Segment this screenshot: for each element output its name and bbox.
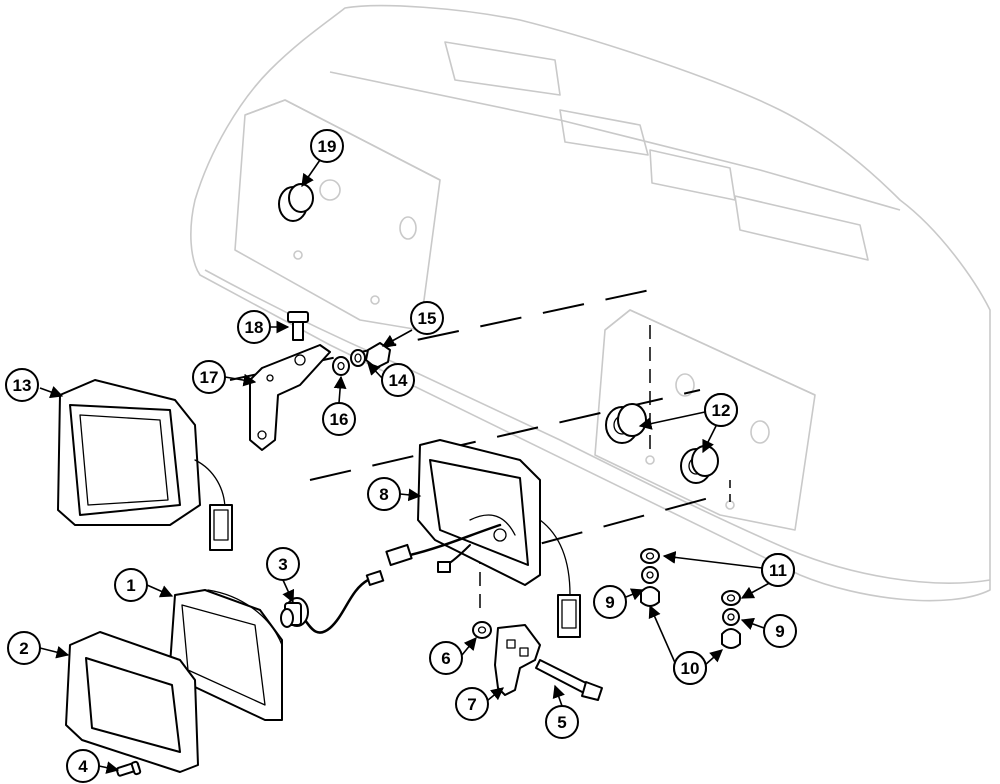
callout-label: 9 <box>775 622 784 641</box>
part-15-nut <box>365 342 391 369</box>
part-7-mount-bracket <box>494 624 541 696</box>
part-4-screw <box>115 760 142 777</box>
part-9-nut-lower <box>722 608 740 626</box>
callout-2: 2 <box>7 631 41 665</box>
part-3-bulb <box>280 597 309 628</box>
callout-10: 10 <box>673 651 707 685</box>
part-14-lockwasher <box>350 349 366 367</box>
callout-label: 18 <box>245 318 264 337</box>
part-11-washer-upper <box>640 548 660 564</box>
callout-label: 6 <box>441 649 450 668</box>
callout-14: 14 <box>381 363 415 397</box>
callout-12: 12 <box>704 393 738 427</box>
callout-15: 15 <box>410 301 444 335</box>
callout-16: 16 <box>322 402 356 436</box>
callout-label: 16 <box>330 410 349 429</box>
callout-17: 17 <box>192 360 226 394</box>
callout-label: 9 <box>605 593 614 612</box>
callout-label: 1 <box>126 576 135 595</box>
callout-19: 19 <box>310 129 344 163</box>
callout-9: 9 <box>593 585 627 619</box>
callout-label: 7 <box>467 695 476 714</box>
callout-13: 13 <box>5 368 39 402</box>
part-17-bracket <box>249 344 331 451</box>
part-19-plug <box>278 183 314 222</box>
callout-label: 3 <box>278 555 287 574</box>
part-2-bezel <box>65 631 199 773</box>
part-10-cap-lower <box>721 628 741 649</box>
part-13-work-lamp <box>57 379 233 551</box>
callout-9: 9 <box>763 614 797 648</box>
callout-5: 5 <box>545 705 579 739</box>
part-12-grommet-upper <box>605 403 647 444</box>
callout-3: 3 <box>266 547 300 581</box>
callout-label: 14 <box>389 371 408 390</box>
part-12-grommet-lower <box>680 445 719 484</box>
fender-housing-outline <box>190 4 991 602</box>
callout-18: 18 <box>237 310 271 344</box>
callout-11: 11 <box>761 553 795 587</box>
callout-7: 7 <box>455 687 489 721</box>
part-9-nut-upper <box>641 566 659 584</box>
callout-1: 1 <box>114 568 148 602</box>
callout-label: 11 <box>769 561 787 580</box>
part-6-nut <box>472 621 492 639</box>
part-18-bolt <box>287 311 309 341</box>
callout-label: 15 <box>418 309 437 328</box>
callout-4: 4 <box>66 749 100 783</box>
callout-label: 8 <box>379 485 388 504</box>
part-10-cap-upper <box>640 586 660 607</box>
callout-label: 19 <box>318 137 337 156</box>
callout-label: 4 <box>78 757 88 776</box>
callout-label: 10 <box>681 659 700 678</box>
callout-6: 6 <box>429 641 463 675</box>
wire-harness <box>303 523 502 634</box>
callout-label: 13 <box>13 376 32 395</box>
part-8-lamp-housing <box>417 439 581 638</box>
callout-label: 12 <box>712 401 731 420</box>
callout-label: 17 <box>200 368 219 387</box>
callout-label: 2 <box>19 639 28 658</box>
part-5-bolt <box>535 659 603 701</box>
part-16-washer <box>332 356 350 376</box>
callout-label: 5 <box>557 713 566 732</box>
part-11-washer-lower <box>721 590 741 606</box>
callout-8: 8 <box>367 477 401 511</box>
